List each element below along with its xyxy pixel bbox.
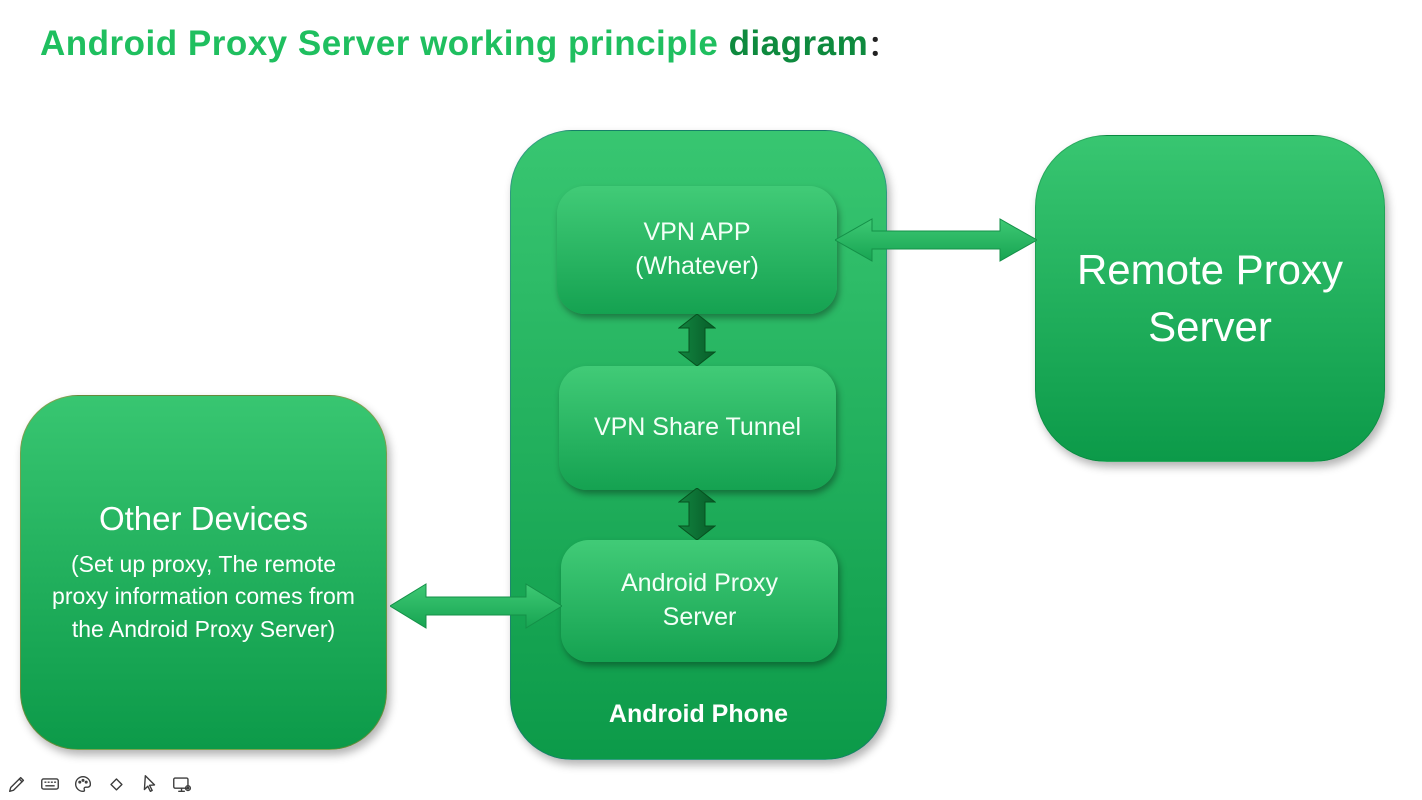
node-android-proxy-server: Android Proxy Server — [561, 540, 838, 662]
node-vpn-share-tunnel-label: VPN Share Tunnel — [593, 413, 802, 442]
pencil-icon[interactable] — [6, 773, 28, 795]
node-vpn-app: VPN APP (Whatever) — [557, 186, 837, 314]
palette-icon[interactable] — [72, 773, 94, 795]
node-vpn-share-tunnel: VPN Share Tunnel — [559, 366, 836, 490]
cursor-icon[interactable] — [138, 773, 160, 795]
page-title-emphasis: diagram — [728, 24, 869, 63]
arrow-other-devices-android-proxy-server — [390, 583, 562, 629]
node-other-devices: Other Devices (Set up proxy, The remote … — [20, 395, 387, 750]
page-title: Android Proxy Server working principle d… — [40, 24, 897, 64]
node-other-devices-title: Other Devices — [98, 499, 309, 537]
annotation-toolbar — [6, 773, 193, 795]
keyboard-icon[interactable] — [39, 773, 61, 795]
node-vpn-app-line1: VPN APP — [643, 218, 751, 247]
node-android-phone-label: Android Phone — [608, 700, 789, 728]
node-other-devices-description: (Set up proxy, The remote proxy informat… — [52, 550, 355, 642]
screen-settings-icon[interactable] — [171, 773, 193, 795]
arrow-vpn-app-remote-proxy-server — [835, 218, 1037, 262]
node-android-proxy-server-label: Android Proxy Server — [620, 569, 779, 631]
node-remote-proxy-server: Remote Proxy Server — [1035, 135, 1385, 462]
arrow-vpn-share-tunnel-android-proxy-server — [678, 488, 716, 540]
node-remote-proxy-server-label: Remote Proxy Server — [1076, 245, 1344, 350]
arrow-vpn-app-vpn-share-tunnel — [678, 314, 716, 366]
page-title-colon: ： — [868, 30, 897, 61]
eraser-icon[interactable] — [105, 773, 127, 795]
node-vpn-app-line2: (Whatever) — [635, 252, 759, 280]
page-title-main: Android Proxy Server working principle — [40, 24, 729, 63]
